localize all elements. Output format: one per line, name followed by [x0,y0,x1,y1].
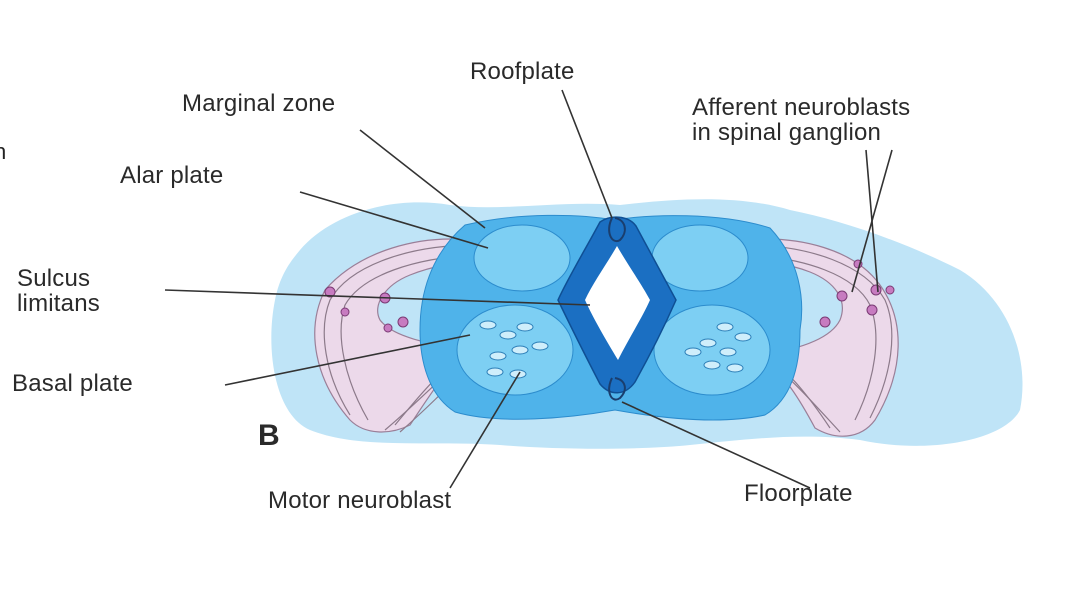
right-basal-plate [653,304,771,396]
label-roofplate: Roofplate [470,58,575,85]
label-sulcus-line2: limitans [17,290,100,317]
label-alar-plate: Alar plate [120,162,224,189]
leader-lines [164,89,893,489]
label-motor-neuroblast: Motor neuroblast [268,487,452,514]
ganglion-neuroblasts [324,259,895,333]
central-canal [585,246,650,360]
motor-neuroblasts [479,320,752,379]
left-nerve-fibers [314,238,481,433]
label-basal-plate: Basal plate [12,370,133,397]
label-panel-letter: B [258,419,280,452]
label-afferent-line1: Afferent neuroblasts [692,94,911,121]
left-alar-plate [473,224,571,292]
label-floorplate: Floorplate [744,480,853,507]
edge-text-fragment: n [0,139,7,164]
label-marginal-zone: Marginal zone [182,90,336,117]
label-sulcus-line1: Sulcus [17,265,91,292]
label-afferent-line2: in spinal ganglion [692,119,882,146]
